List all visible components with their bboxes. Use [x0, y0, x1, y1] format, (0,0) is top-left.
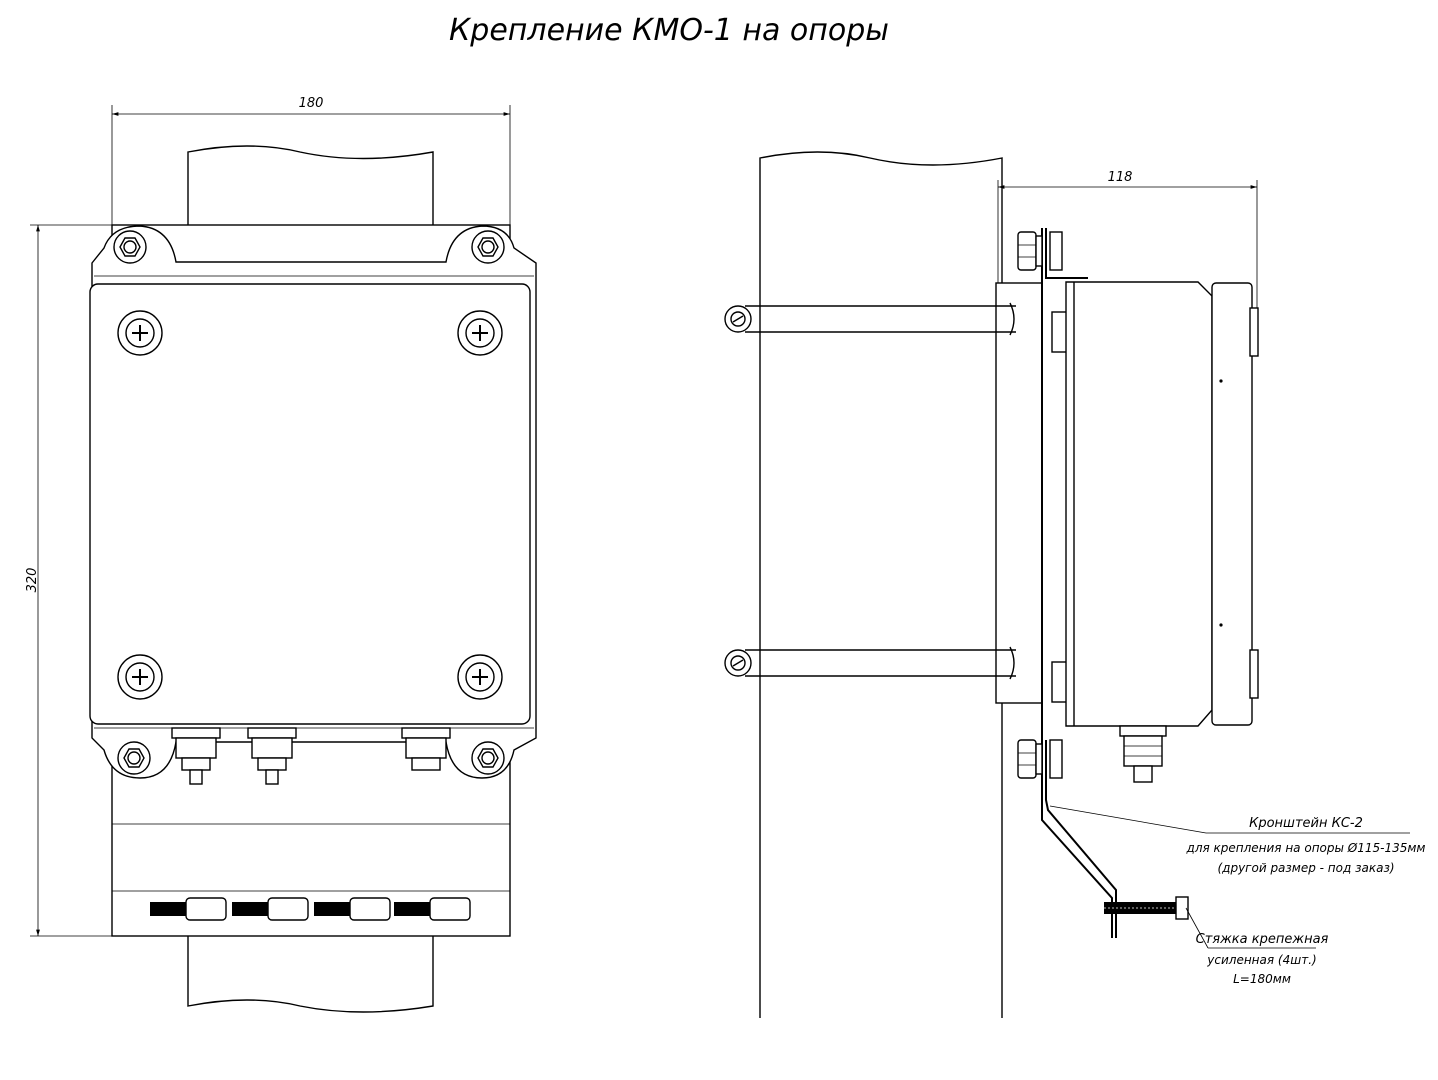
cable-gland-side [1119, 725, 1167, 783]
callout-bracket-desc-2: (другой размер - под заказ) [1217, 861, 1394, 875]
drawing-title: Крепление КМО-1 на опоры [449, 13, 889, 48]
ear-nut-bottom-left [117, 741, 151, 775]
cable-gland-2 [247, 727, 297, 785]
enclosure-body-side [1065, 281, 1213, 727]
lid-screw-top-left [117, 310, 163, 356]
ear-nut-top-right [471, 230, 505, 264]
dimension-height: 320 [25, 224, 112, 937]
dimension-width: 180 [111, 96, 511, 225]
bracket-plate [995, 282, 1043, 704]
pole-bottom-front [187, 936, 434, 1013]
callout-strap-name: Стяжка крепежная [1196, 932, 1329, 947]
side-view: 118 Кронштейн КС-2 для крепления на опор… [724, 151, 1426, 1018]
callout-strap: Стяжка крепежная усиленная (4шт.) L=180м… [1185, 907, 1329, 986]
strap-band-top [724, 302, 1016, 336]
ear-nut-bottom-right [471, 741, 505, 775]
strap-band-bottom [724, 646, 1016, 680]
callout-bracket-desc-1: для крепления на опоры Ø115-135мм [1186, 841, 1426, 855]
lid-screw-bottom-left [117, 654, 163, 700]
lid-screw-side-bottom [1249, 649, 1259, 699]
bracket-bolt-bottom [1017, 739, 1063, 779]
dimension-depth-label: 118 [1108, 170, 1133, 185]
dimension-depth: 118 [997, 170, 1258, 308]
front-view: 180 320 [25, 96, 537, 1013]
dimension-width-label: 180 [299, 96, 324, 111]
lid-screw-side-top [1249, 307, 1259, 357]
callout-strap-desc-1: усиленная (4шт.) [1206, 953, 1316, 967]
lid-screw-bottom-right [457, 654, 503, 700]
callout-bracket-name: Кронштейн КС-2 [1249, 816, 1363, 831]
lid-screw-top-right [457, 310, 503, 356]
cable-gland-1 [171, 727, 221, 785]
callout-bracket: Кронштейн КС-2 для крепления на опоры Ø1… [1049, 805, 1426, 875]
ear-nut-top-left [113, 230, 147, 264]
strap-tie [1104, 896, 1189, 920]
dimension-height-label: 320 [25, 568, 40, 593]
enclosure-lid [89, 283, 531, 725]
strap-clamps-row [150, 897, 471, 921]
cable-gland-3 [401, 727, 451, 771]
pole-side [759, 151, 1003, 1018]
pole-top-front [187, 145, 434, 225]
bracket-bolt-top [1017, 231, 1063, 271]
callout-strap-desc-2: L=180мм [1233, 972, 1291, 986]
enclosure-lid-side [1211, 282, 1253, 726]
